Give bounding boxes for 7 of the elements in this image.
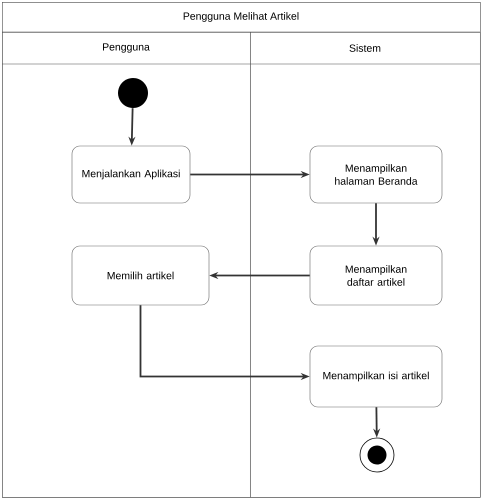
activity-box: Memilih artikel	[72, 246, 210, 306]
end-node	[360, 438, 394, 472]
activity-box: Menampilkan isi artikel	[310, 346, 442, 408]
activity-box: Menampilkan halaman Beranda	[310, 146, 442, 204]
activity-box: Menampilkan daftar artikel	[310, 246, 442, 306]
start-node	[118, 78, 148, 108]
activity-box: Menjalankan Aplikasi	[72, 146, 190, 204]
